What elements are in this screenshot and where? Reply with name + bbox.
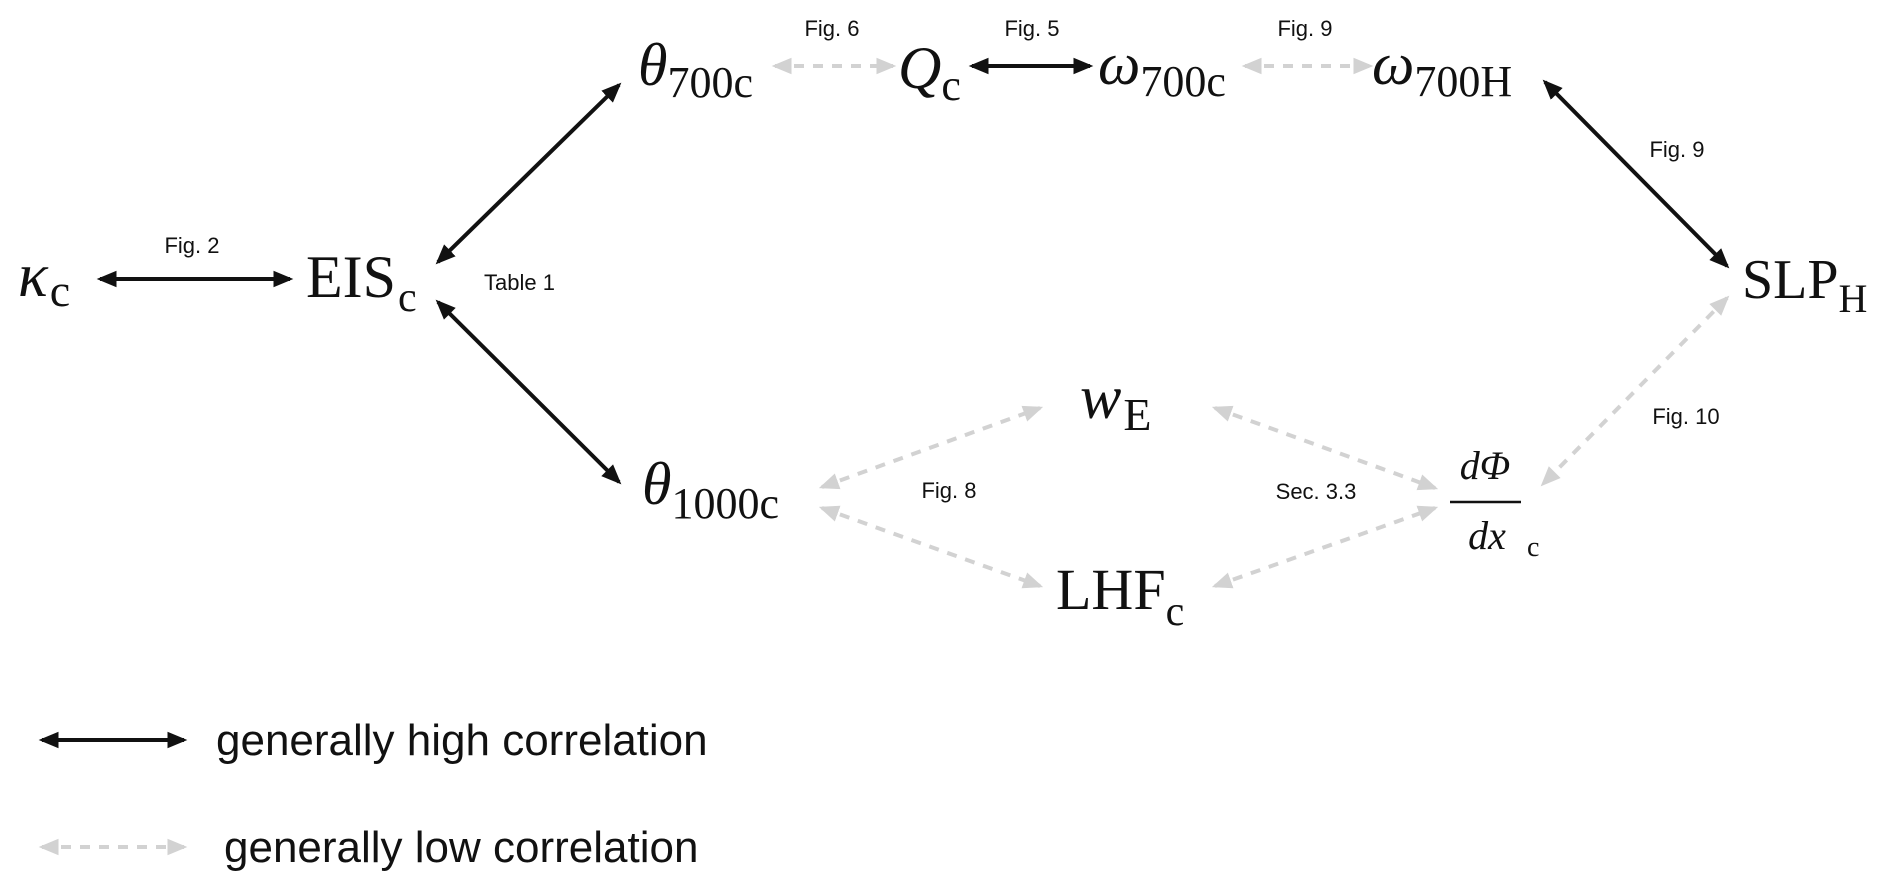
label-fig8: Fig. 8 <box>921 478 976 503</box>
label-sec33: Sec. 3.3 <box>1276 479 1357 504</box>
node-theta-1000c-base: θ <box>642 451 671 517</box>
node-omega-700c-sub: 700c <box>1140 57 1226 106</box>
label-fig6: Fig. 6 <box>804 16 859 41</box>
label-table1: Table 1 <box>484 270 555 295</box>
node-kappa-c-base: κ <box>18 242 49 310</box>
node-theta-1000c: θ1000c <box>642 451 779 528</box>
node-theta-700c: θ700c <box>638 32 753 107</box>
node-lhf-c: LHFc <box>1056 557 1184 635</box>
legend: generally high correlation generally low… <box>38 716 708 872</box>
label-fig9-top: Fig. 9 <box>1277 16 1332 41</box>
legend-high-label: generally high correlation <box>216 716 708 765</box>
node-omega-700c: ω700c <box>1098 31 1226 106</box>
node-eis-c: EISc <box>306 244 417 321</box>
node-omega-700c-base: ω <box>1098 31 1140 97</box>
node-kappa-c-sub: c <box>50 265 70 316</box>
node-slp-h-base: SLP <box>1742 249 1839 311</box>
node-q-c-base: Q <box>898 35 941 101</box>
node-w-e-base: w <box>1080 364 1121 432</box>
label-fig9-right: Fig. 9 <box>1649 137 1704 162</box>
dphi-sub: c <box>1527 532 1539 563</box>
edge-labels: Fig. 2 Table 1 Fig. 6 Fig. 5 Fig. 9 Fig.… <box>164 16 1719 504</box>
edge-eis-theta1000 <box>435 299 622 485</box>
node-lhf-c-base: LHF <box>1056 557 1166 622</box>
nodes: κc EISc θ700c Qc ω700c ω700H SLPH θ1000c… <box>18 31 1867 635</box>
label-fig10: Fig. 10 <box>1652 404 1719 429</box>
node-eis-c-base: EIS <box>306 244 396 310</box>
node-theta-700c-base: θ <box>638 32 667 98</box>
edge-lhf-dphi <box>1211 505 1439 589</box>
edge-theta1000-lhf <box>818 505 1044 589</box>
node-w-e-sub: E <box>1123 389 1151 440</box>
legend-low-label: generally low correlation <box>224 823 698 872</box>
node-q-c: Qc <box>898 35 961 110</box>
node-lhf-c-sub: c <box>1166 589 1185 635</box>
edge-omega700h-slp <box>1542 79 1730 269</box>
node-slp-h: SLPH <box>1742 249 1867 321</box>
dphi-numerator: dΦ <box>1460 443 1510 488</box>
node-eis-c-sub: c <box>398 275 417 321</box>
node-w-e: wE <box>1080 364 1151 440</box>
node-q-c-sub: c <box>941 61 961 110</box>
node-theta-1000c-sub: 1000c <box>671 479 779 528</box>
edges <box>96 57 1730 589</box>
label-fig2: Fig. 2 <box>164 233 219 258</box>
node-theta-700c-sub: 700c <box>667 58 753 107</box>
edge-we-dphi <box>1211 405 1439 491</box>
edge-eis-theta700 <box>435 82 622 265</box>
dphi-denominator: dx <box>1468 513 1506 558</box>
edge-theta1000-we <box>818 405 1044 490</box>
node-omega-700h: ω700H <box>1372 31 1512 106</box>
node-slp-h-sub: H <box>1839 276 1868 321</box>
label-fig5: Fig. 5 <box>1004 16 1059 41</box>
node-omega-700h-base: ω <box>1372 31 1414 97</box>
node-kappa-c: κc <box>18 242 70 316</box>
node-dphi-dx-c: dΦ dx c <box>1450 443 1539 563</box>
node-omega-700h-sub: 700H <box>1414 57 1512 106</box>
edge-slp-dphi <box>1540 295 1730 487</box>
